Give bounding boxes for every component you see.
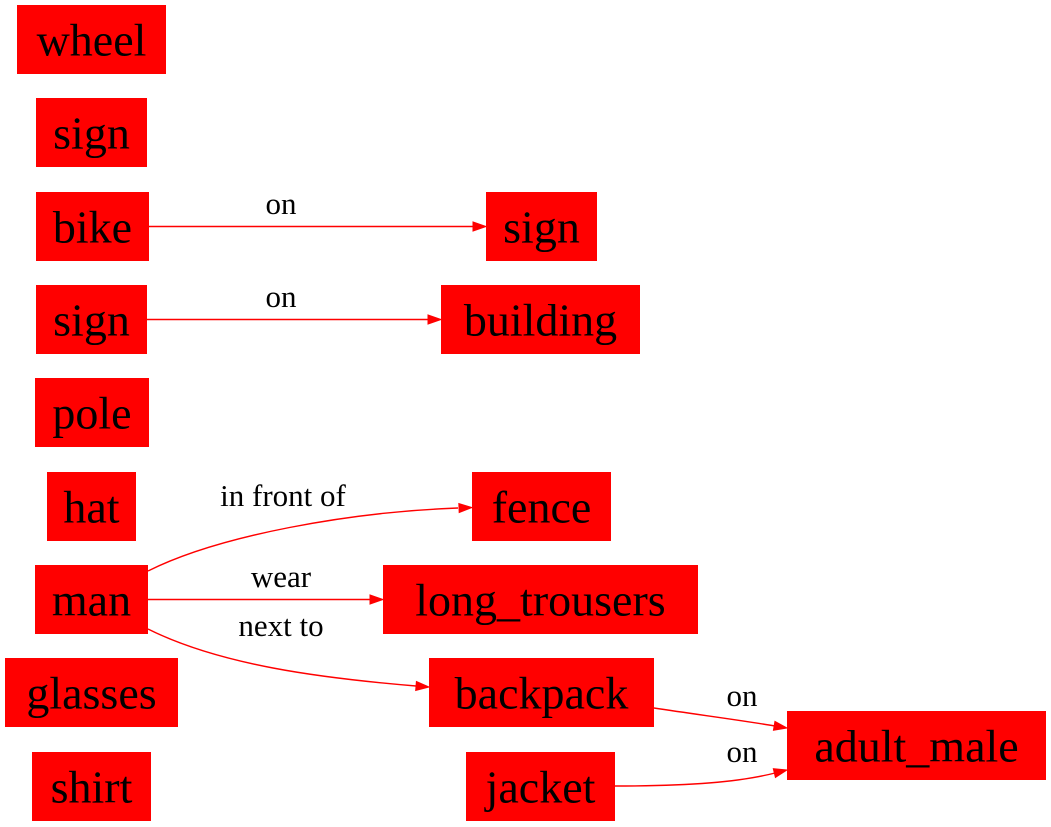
node-box	[36, 192, 149, 261]
node-box	[5, 658, 178, 727]
node-box	[466, 752, 615, 821]
node-sign3: sign	[486, 192, 597, 261]
node-box	[17, 5, 166, 74]
node-label: jacket	[484, 762, 596, 813]
node-hat: hat	[47, 472, 136, 541]
arrowhead-icon	[472, 221, 488, 232]
node-box	[486, 192, 597, 261]
edge-sign-building: on	[147, 279, 443, 325]
edge-label: next to	[238, 608, 323, 643]
node-label: backpack	[455, 668, 629, 719]
arrowhead-icon	[772, 768, 789, 779]
node-label: sign	[53, 295, 130, 346]
node-box	[429, 658, 654, 727]
edge-label: on	[266, 186, 298, 221]
nodes-layer: wheel sign bike sign pole hat man glasses shirt s…	[5, 5, 1046, 821]
edge-man-backpack: next to	[147, 608, 431, 692]
node-label: man	[52, 575, 131, 626]
node-long_trousers: long_trousers	[383, 565, 698, 634]
node-fence: fence	[472, 472, 611, 541]
arrowhead-icon	[772, 720, 789, 731]
node-box	[35, 565, 148, 634]
node-label: wheel	[37, 15, 147, 66]
arrowhead-icon	[415, 680, 431, 692]
edge-backpack-adult_male: on	[653, 678, 789, 731]
node-box	[47, 472, 136, 541]
node-box	[441, 285, 640, 354]
node-label: pole	[52, 388, 131, 439]
node-jacket: jacket	[466, 752, 615, 821]
node-building: building	[441, 285, 640, 354]
node-pole: pole	[35, 378, 149, 447]
edge-label: on	[727, 734, 759, 769]
edge-label: in front of	[220, 478, 346, 513]
arrowhead-icon	[369, 594, 385, 605]
node-box	[32, 752, 151, 821]
edges-layer: on on in front of wear next to on on	[147, 186, 789, 787]
arrowhead-icon	[458, 502, 474, 514]
node-man: man	[35, 565, 148, 634]
edge-label: wear	[251, 559, 312, 594]
edge-line	[614, 772, 776, 787]
node-label: bike	[53, 202, 132, 253]
edge-man-long_trousers: wear	[148, 559, 385, 605]
node-backpack: backpack	[429, 658, 654, 727]
node-box	[383, 565, 698, 634]
node-box	[36, 98, 147, 167]
node-sign2: sign	[36, 285, 147, 354]
edge-bike-sign: on	[149, 186, 488, 232]
edge-line	[147, 628, 417, 687]
node-box	[35, 378, 149, 447]
node-label: sign	[503, 202, 580, 253]
edge-label: on	[266, 279, 298, 314]
node-box	[787, 711, 1046, 780]
edge-man-fence: in front of	[147, 478, 474, 572]
arrowhead-icon	[427, 314, 443, 325]
node-label: adult_male	[814, 721, 1018, 772]
node-label: long_trousers	[415, 575, 665, 626]
edge-label: on	[727, 678, 759, 713]
node-label: shirt	[51, 762, 133, 813]
node-wheel: wheel	[17, 5, 166, 74]
node-adult_male: adult_male	[787, 711, 1046, 780]
node-box	[36, 285, 147, 354]
node-label: glasses	[26, 668, 156, 719]
node-bike: bike	[36, 192, 149, 261]
node-box	[472, 472, 611, 541]
edge-jacket-adult_male: on	[614, 734, 789, 787]
node-label: building	[464, 295, 617, 346]
node-glasses: glasses	[5, 658, 178, 727]
node-label: sign	[53, 108, 130, 159]
edge-line	[147, 507, 459, 572]
node-label: hat	[63, 482, 119, 533]
node-label: fence	[492, 482, 592, 533]
node-shirt: shirt	[32, 752, 151, 821]
node-sign1: sign	[36, 98, 147, 167]
edge-line	[653, 707, 776, 727]
